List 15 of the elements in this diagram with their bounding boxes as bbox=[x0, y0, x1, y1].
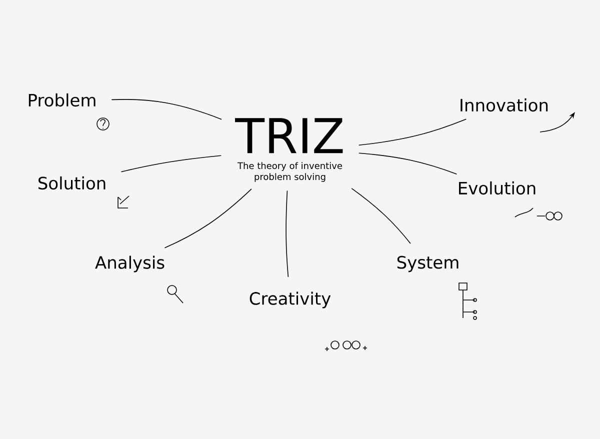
topic-word: Innovation bbox=[460, 98, 548, 112]
topic-word: Problem bbox=[28, 93, 96, 107]
connector-line bbox=[352, 188, 411, 244]
connector-line bbox=[112, 99, 222, 120]
connector-line bbox=[286, 190, 289, 278]
topic-word: System bbox=[397, 256, 458, 272]
topic-word: Analysis bbox=[95, 256, 164, 272]
connector-line bbox=[358, 118, 466, 146]
topic-word: Evolution bbox=[459, 181, 536, 195]
topic-word: Solution bbox=[38, 176, 106, 190]
connector-line bbox=[121, 155, 222, 172]
title-text: TRIZ The theory of inventive problem solving bbox=[235, 118, 343, 182]
topic-word: Creativity bbox=[250, 292, 331, 308]
connector-line bbox=[358, 152, 457, 174]
connector-line bbox=[164, 188, 252, 248]
